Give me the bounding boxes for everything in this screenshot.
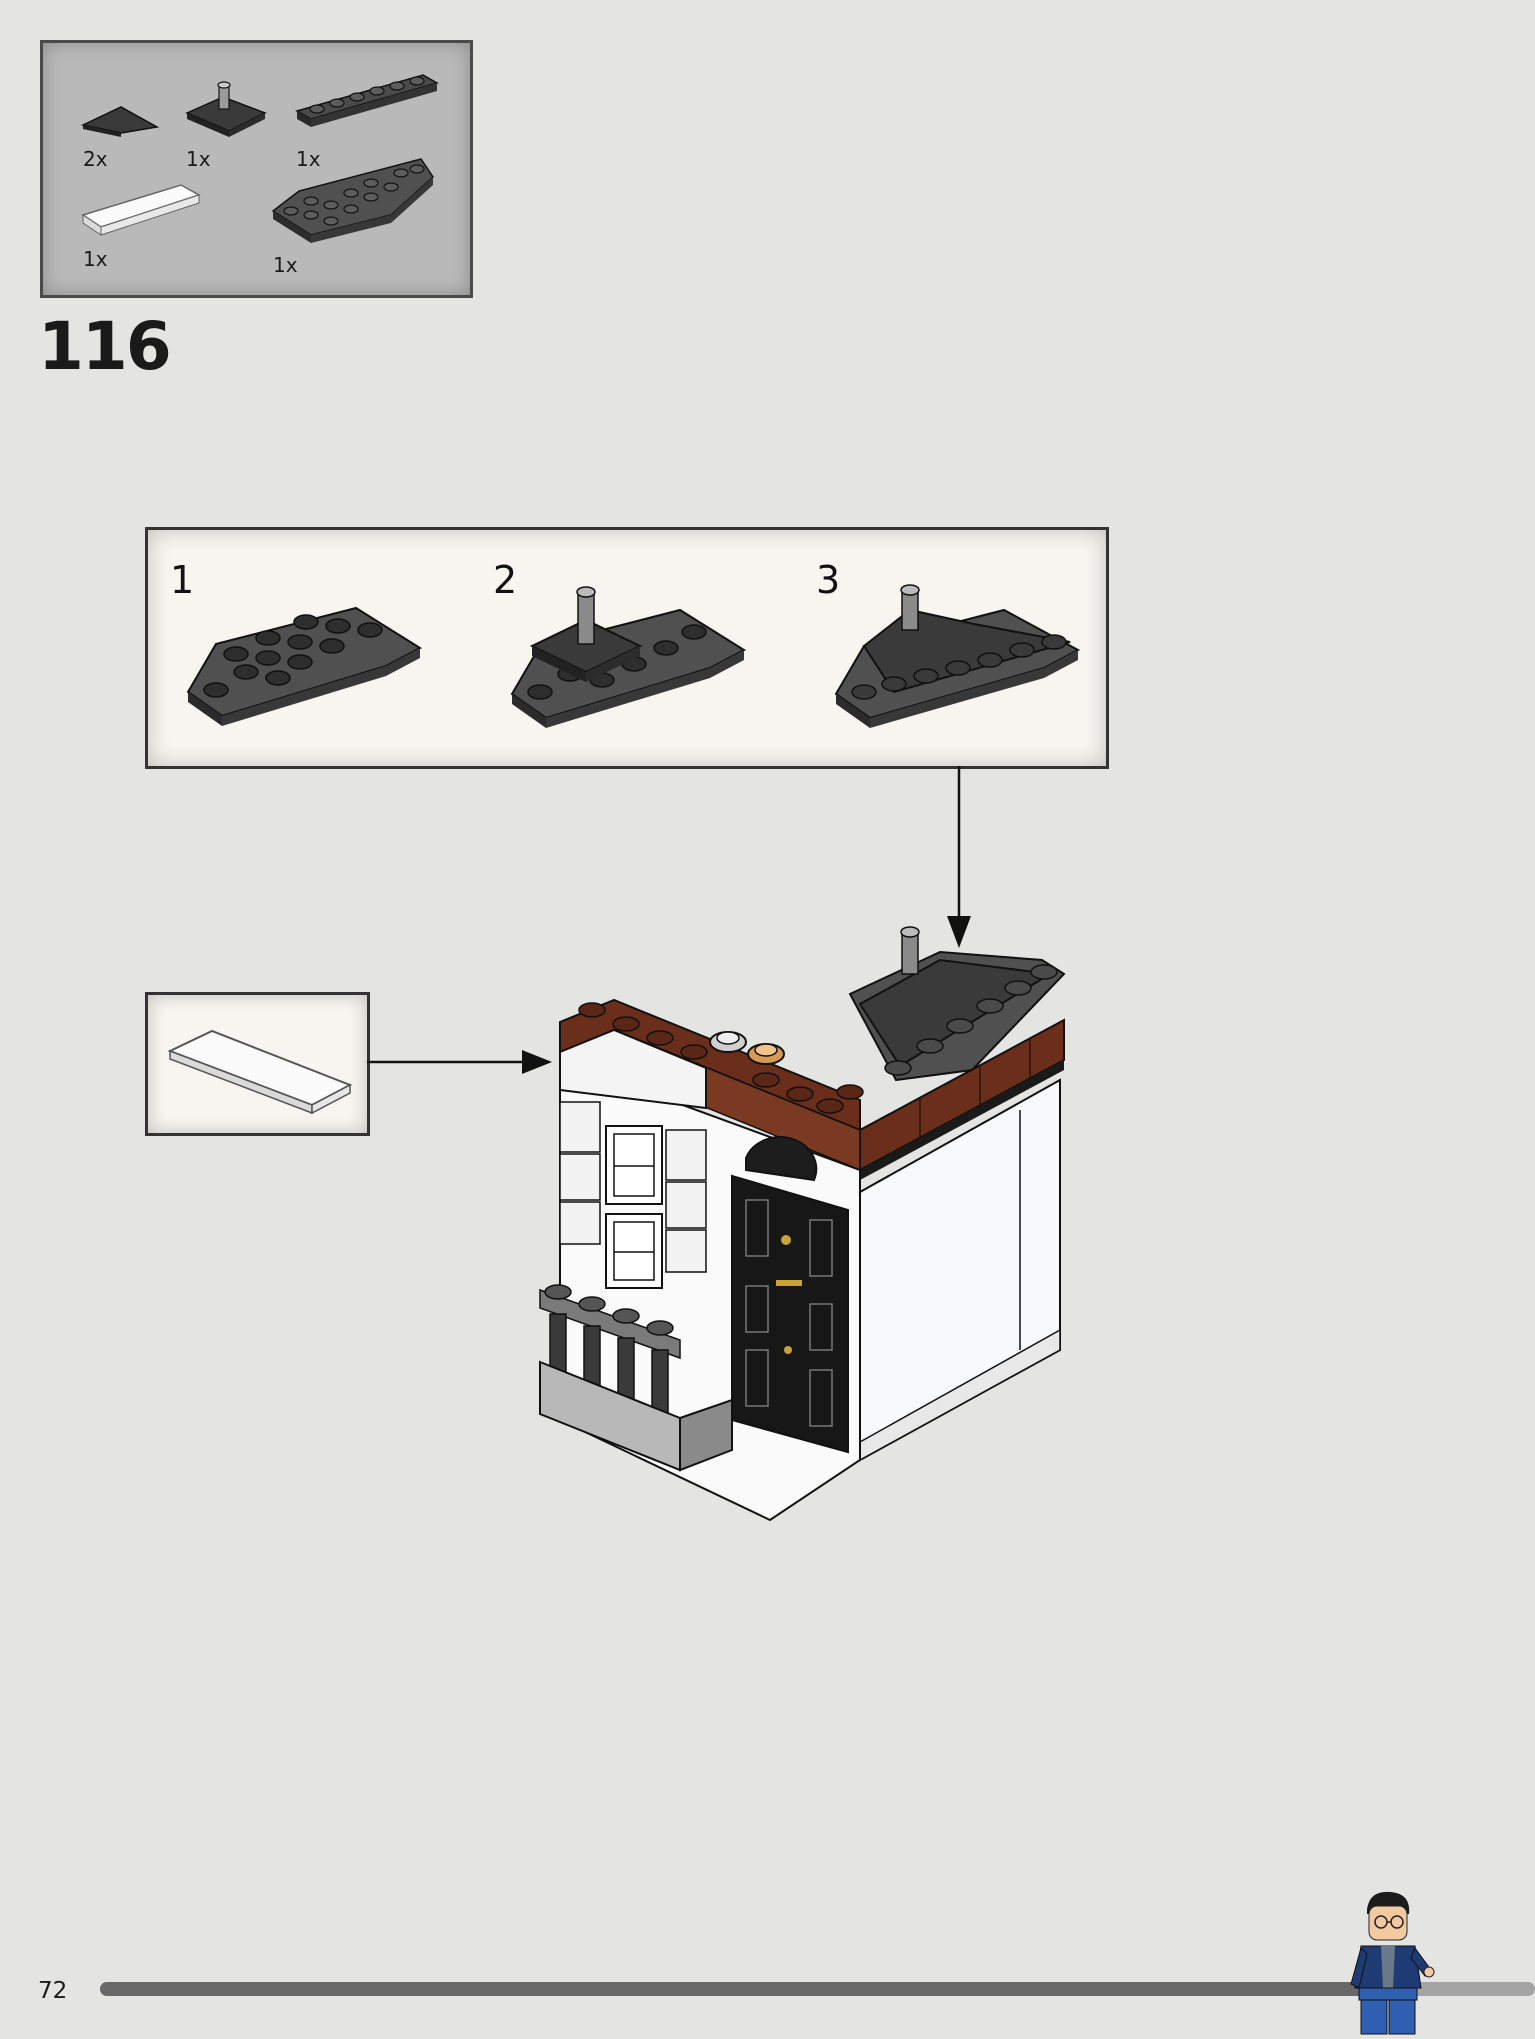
tile-1x4-icon — [81, 184, 201, 236]
plate-1x6-icon — [295, 74, 439, 127]
substep-label-3: 3 — [816, 558, 841, 602]
substep-label-2: 2 — [493, 558, 518, 602]
plate-with-pin-icon — [185, 81, 267, 137]
substep-1-wedge-plate-icon — [186, 606, 423, 726]
substep-2-assembly-icon — [510, 586, 747, 728]
substep-label-1: 1 — [170, 558, 195, 602]
page-number: 72 — [38, 1978, 68, 2004]
tile-callout — [145, 992, 370, 1136]
step-number: 116 — [38, 308, 172, 385]
minifigure-icon — [1350, 1891, 1435, 2035]
wedge-plate-icon — [271, 158, 434, 243]
tile-1x4-callout-icon — [167, 1029, 353, 1115]
subassembly-callout: 1 2 3 — [145, 527, 1109, 769]
parts-list-box: 2x 1x 1x 1x — [40, 40, 473, 298]
arrow-subassembly-to-model — [947, 766, 971, 948]
part-qty-2: 1x — [186, 147, 211, 171]
wedge-tile-icon — [80, 106, 160, 137]
progress-bar-fill — [100, 1982, 1399, 1996]
part-qty-4: 1x — [83, 247, 108, 271]
part-qty-5: 1x — [273, 253, 298, 277]
part-qty-3: 1x — [296, 147, 321, 171]
substep-3-assembly-icon — [834, 584, 1081, 728]
part-qty-1: 2x — [83, 147, 108, 171]
main-model-illustration — [539, 926, 1066, 1522]
